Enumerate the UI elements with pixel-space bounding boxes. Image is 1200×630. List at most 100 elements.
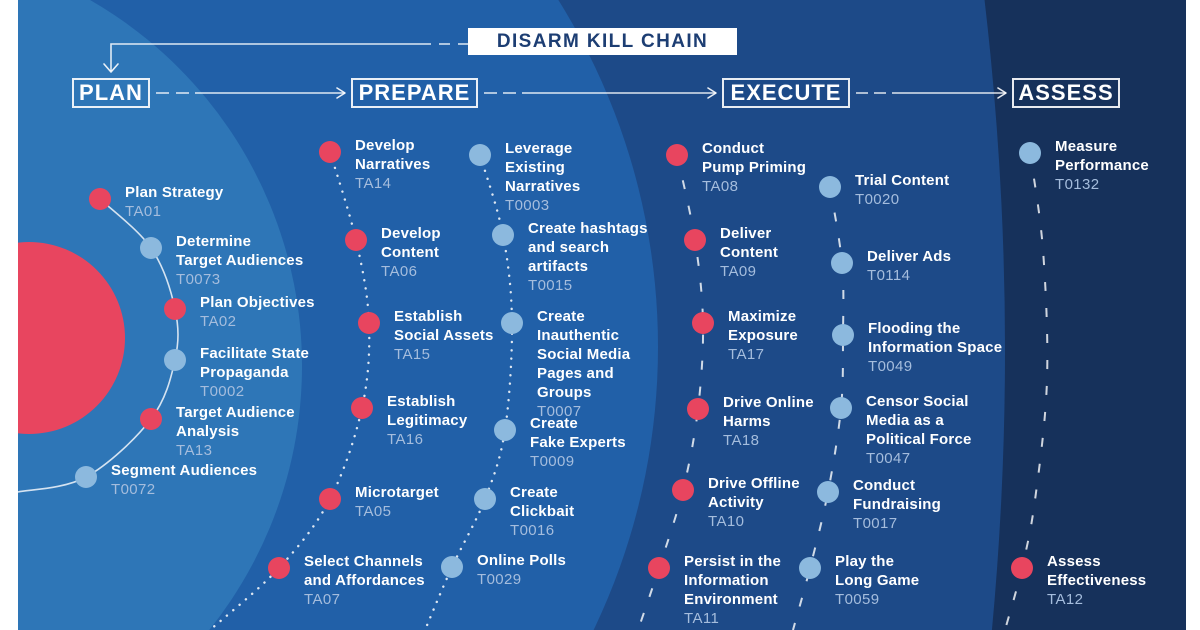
node-label-line: Groups <box>537 384 592 401</box>
node-code: TA12 <box>1047 591 1084 608</box>
node-code: TA14 <box>355 175 392 192</box>
node-dot-TA01 <box>89 188 111 210</box>
node-label-line: Effectiveness <box>1047 572 1147 589</box>
node-label-line: Maximize <box>728 308 797 325</box>
node-dot-TA09 <box>684 229 706 251</box>
node-code: TA10 <box>708 513 745 530</box>
node-code: TA06 <box>381 263 418 280</box>
node-label-line: Leverage <box>505 140 573 157</box>
node-label-line: Exposure <box>728 327 798 344</box>
node-label-line: and Affordances <box>304 572 425 589</box>
right-margin-strip <box>1186 0 1200 630</box>
node-label-line: Censor Social <box>866 393 969 410</box>
node-label-line: Create <box>530 415 578 432</box>
node-dot-TA07 <box>268 557 290 579</box>
node-label-line: Persist in the <box>684 553 781 570</box>
node-code: T0059 <box>835 591 880 608</box>
node-label-line: Segment Audiences <box>111 462 258 479</box>
diagram-title: DISARM KILL CHAIN <box>468 28 737 55</box>
node-label-line: Information <box>684 572 769 589</box>
node-label-line: Narratives <box>355 156 431 173</box>
node-label-line: Facilitate State <box>200 345 310 362</box>
node-dot-TA05 <box>319 488 341 510</box>
node-label-line: and search <box>528 239 610 256</box>
node-dot-T0003 <box>469 144 491 166</box>
node-code: T0009 <box>530 453 575 470</box>
node-dot-T0009 <box>494 419 516 441</box>
node-label-line: Environment <box>684 591 778 608</box>
node-label-line: Measure <box>1055 138 1118 155</box>
node-code: TA09 <box>720 263 757 280</box>
node-label-line: Deliver Ads <box>867 248 952 265</box>
node-label-line: Media as a <box>866 412 944 429</box>
phase-box-execute: EXECUTE <box>722 78 850 108</box>
node-label-line: Target Audience <box>176 404 295 421</box>
node-dot-TA18 <box>687 398 709 420</box>
node-code: T0007 <box>537 403 582 420</box>
node-label-line: Online Polls <box>477 552 567 569</box>
node-code: T0015 <box>528 277 573 294</box>
node-code: TA11 <box>684 610 720 627</box>
node-label-line: Create <box>537 308 585 325</box>
node-dot-T0059 <box>799 557 821 579</box>
node-label-line: Social Media <box>537 346 631 363</box>
arrowhead-right-prepare <box>336 87 346 99</box>
node-dot-TA16 <box>351 397 373 419</box>
node-dot-TA13 <box>140 408 162 430</box>
node-label-line: Determine <box>176 233 252 250</box>
phase-box-prepare: PREPARE <box>351 78 478 108</box>
header-connectors <box>103 43 1007 99</box>
node-code: T0114 <box>867 267 911 284</box>
left-margin-strip <box>0 0 18 630</box>
node-label-line: Establish <box>394 308 463 325</box>
node-dot-TA08 <box>666 144 688 166</box>
node-label-line: Performance <box>1055 157 1149 174</box>
node-code: TA16 <box>387 431 424 448</box>
red-core-circle <box>0 242 125 434</box>
node-dot-TA11 <box>648 557 670 579</box>
arrowhead-down-plan <box>103 63 119 73</box>
node-code: TA01 <box>125 203 162 220</box>
node-label-line: Drive Offline <box>708 475 800 492</box>
node-label-line: Existing <box>505 159 565 176</box>
node-dot-T0073 <box>140 237 162 259</box>
node-label-line: Analysis <box>176 423 240 440</box>
node-label-line: Establish <box>387 393 456 410</box>
node-code: TA05 <box>355 503 392 520</box>
node-dot-T0017 <box>817 481 839 503</box>
node-dot-T0132 <box>1019 142 1041 164</box>
node-code: T0016 <box>510 522 555 539</box>
node-code: T0002 <box>200 383 245 400</box>
node-code: T0073 <box>176 271 221 288</box>
arrowhead-right-execute <box>707 87 717 99</box>
node-dot-T0015 <box>492 224 514 246</box>
node-label-line: Conduct <box>853 477 916 494</box>
node-dot-T0007 <box>501 312 523 334</box>
node-code: TA08 <box>702 178 739 195</box>
node-label-line: Microtarget <box>355 484 439 501</box>
node-code: T0020 <box>855 191 900 208</box>
node-dot-T0029 <box>441 556 463 578</box>
node-dot-TA17 <box>692 312 714 334</box>
node-label-line: artifacts <box>528 258 589 275</box>
node-label-line: Clickbait <box>510 503 575 520</box>
node-code: T0017 <box>853 515 898 532</box>
